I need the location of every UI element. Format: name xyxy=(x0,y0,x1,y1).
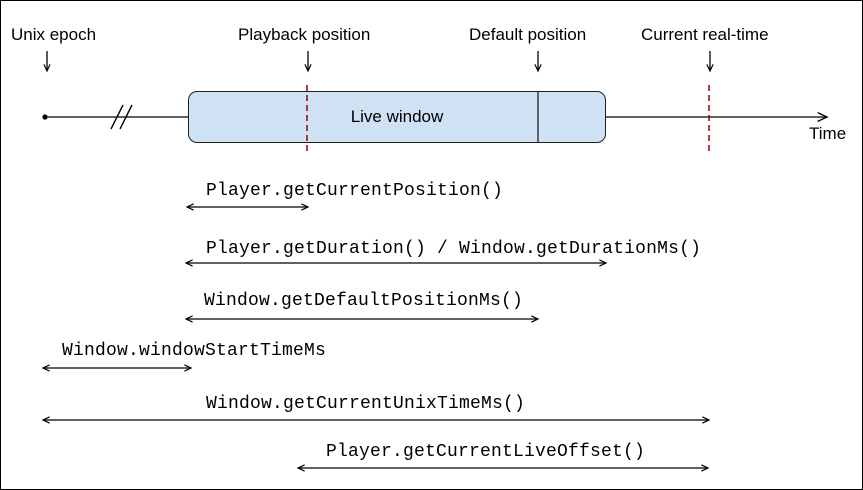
measure-label-duration: Player.getDuration() / Window.getDuratio… xyxy=(206,239,702,259)
live-window-box: Live window xyxy=(188,91,606,143)
time-axis-label: Time xyxy=(809,124,847,143)
measure-label-current-position: Player.getCurrentPosition() xyxy=(206,181,504,201)
timeline-break-slash-1 xyxy=(110,104,124,130)
measure-label-window-start-time: Window.windowStartTimeMs xyxy=(62,341,327,361)
playback-position-label: Playback position xyxy=(238,25,371,44)
timeline-break-slash-2 xyxy=(119,104,133,130)
default-position-label: Default position xyxy=(469,25,587,44)
measure-label-default-position: Window.getDefaultPositionMs() xyxy=(204,291,524,311)
measure-label-current-unix-time: Window.getCurrentUnixTimeMs() xyxy=(206,394,526,414)
live-window-label: Live window xyxy=(350,107,444,126)
current-real-time-label: Current real-time xyxy=(641,25,769,44)
unix-epoch-label: Unix epoch xyxy=(11,25,97,44)
measure-label-current-live-offset: Player.getCurrentLiveOffset() xyxy=(326,442,646,462)
timeline-origin-dot xyxy=(42,114,48,120)
